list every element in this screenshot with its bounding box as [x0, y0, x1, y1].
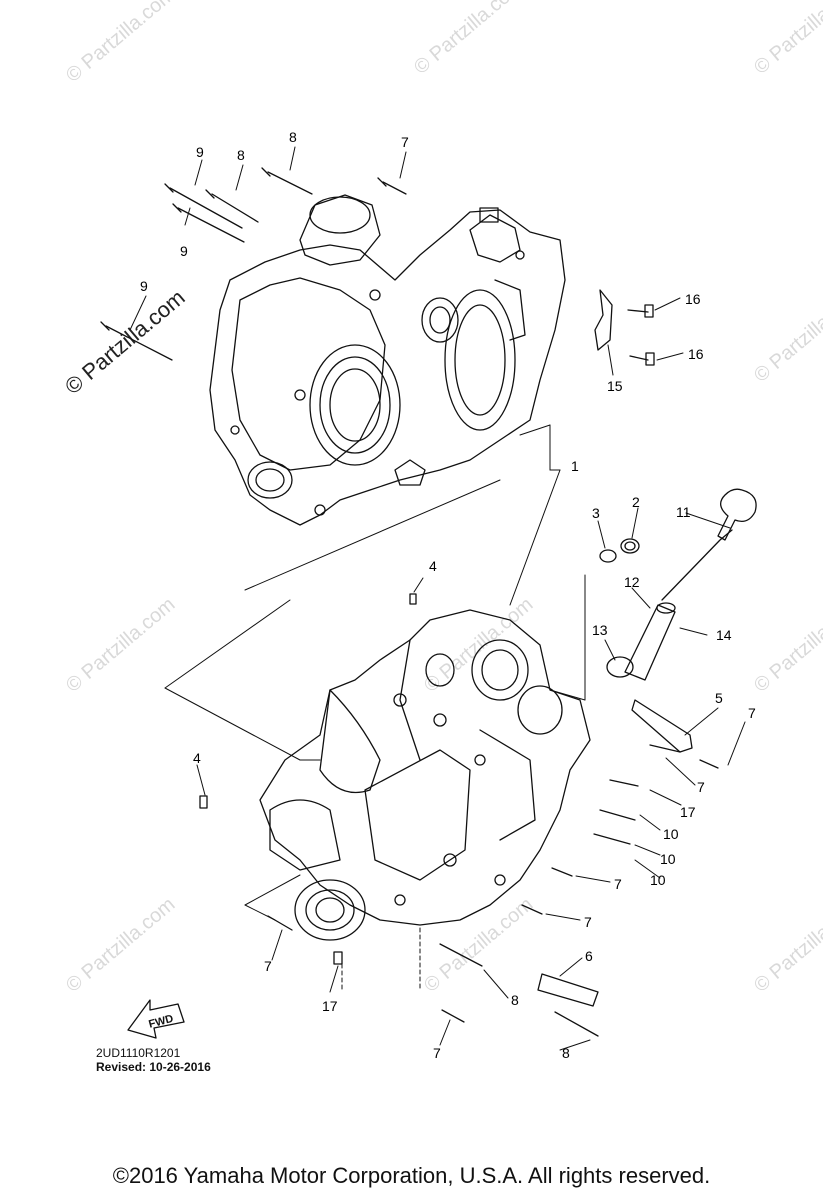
callout-17: 17 [322, 998, 338, 1014]
callout-9: 9 [196, 144, 204, 160]
leader-lines [129, 146, 746, 1051]
callout-7: 7 [748, 705, 756, 721]
lower-crankcase-half [259, 609, 591, 941]
callout-7: 7 [584, 914, 592, 930]
revised-date: Revised: 10-26-2016 [96, 1060, 211, 1074]
callout-7: 7 [697, 779, 705, 795]
callout-10: 10 [650, 872, 666, 888]
callout-8: 8 [511, 992, 519, 1008]
callout-8: 8 [237, 147, 245, 163]
callout-11: 11 [676, 504, 691, 520]
callout-17: 17 [680, 804, 696, 820]
callout-10: 10 [660, 851, 676, 867]
callout-8: 8 [562, 1045, 570, 1061]
diagram-code: 2UD1110R1201 [96, 1046, 181, 1060]
callout-6: 6 [585, 948, 593, 964]
upper-crankcase-half [209, 194, 566, 526]
diagram-code-block: 2UD1110R1201 Revised: 10-26-2016 [96, 1046, 211, 1074]
callout-15: 15 [607, 378, 623, 394]
callout-14: 14 [716, 627, 732, 643]
callout-4: 4 [193, 750, 201, 766]
callout-8: 8 [289, 129, 297, 145]
callout-7: 7 [433, 1045, 441, 1061]
callout-4: 4 [429, 558, 437, 574]
callout-12: 12 [624, 574, 640, 590]
callout-16: 16 [688, 346, 704, 362]
callout-2: 2 [632, 494, 640, 510]
callout-10: 10 [663, 826, 679, 842]
callout-3: 3 [592, 505, 600, 521]
callout-9: 9 [140, 278, 148, 294]
callout-7: 7 [264, 958, 272, 974]
callout-7: 7 [614, 876, 622, 892]
callout-13: 13 [592, 622, 608, 638]
fwd-label: FWD [147, 1013, 174, 1031]
callout-16: 16 [685, 291, 701, 307]
callout-5: 5 [715, 690, 723, 706]
copyright-notice: ©2016 Yamaha Motor Corporation, U.S.A. A… [112, 1163, 711, 1188]
callout-1: 1 [571, 458, 579, 474]
upper-bolts [100, 167, 655, 366]
callout-9: 9 [180, 243, 188, 259]
fwd-arrow-icon [127, 999, 185, 1039]
lower-parts [199, 488, 757, 1037]
callout-7: 7 [401, 134, 409, 150]
